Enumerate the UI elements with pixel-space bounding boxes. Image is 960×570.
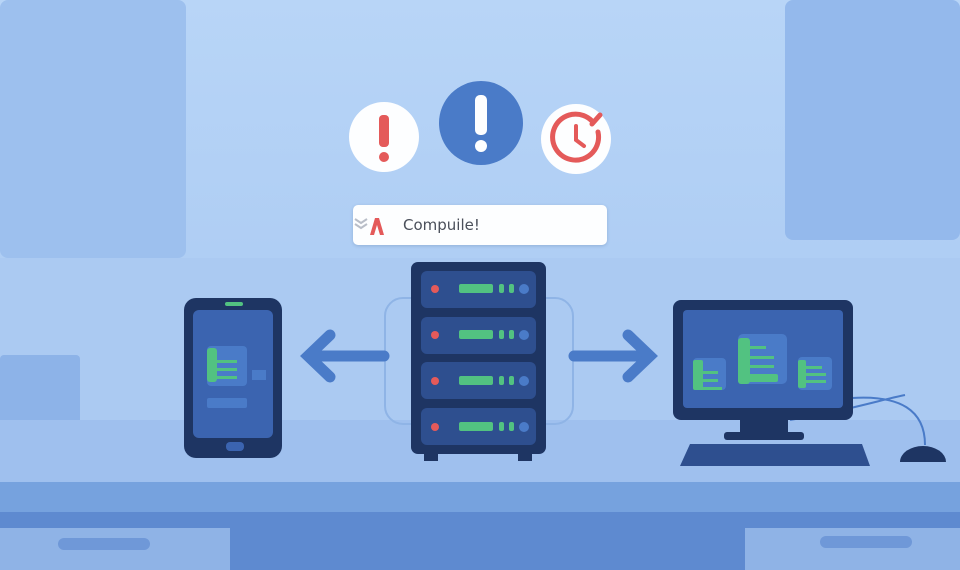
notification-message: Compuile! (403, 216, 480, 234)
server-unit-1 (421, 271, 536, 308)
exclamation-icon-center (439, 81, 523, 165)
drawer-handle-left (58, 538, 150, 550)
timer-icon (541, 104, 611, 174)
desktop-computer (673, 300, 946, 466)
desk-edge (0, 482, 960, 512)
notification-toast[interactable]: Compuile! (353, 205, 607, 245)
side-box (0, 355, 80, 433)
wall-panel-left (0, 0, 186, 258)
chevron-double-down-icon[interactable] (353, 217, 369, 231)
server-unit-3 (421, 362, 536, 399)
server-unit-2 (421, 317, 536, 354)
drawer-handle-right (820, 536, 912, 548)
smartphone (184, 298, 282, 458)
wall-panel-right (785, 0, 960, 240)
server-rack (411, 262, 546, 461)
drawer-right (745, 528, 960, 570)
arrow-left-icon (300, 329, 390, 383)
arrow-right-icon (568, 329, 658, 383)
alert-icon-left (349, 102, 419, 172)
warning-a-icon (370, 218, 384, 235)
server-unit-4 (421, 408, 536, 445)
